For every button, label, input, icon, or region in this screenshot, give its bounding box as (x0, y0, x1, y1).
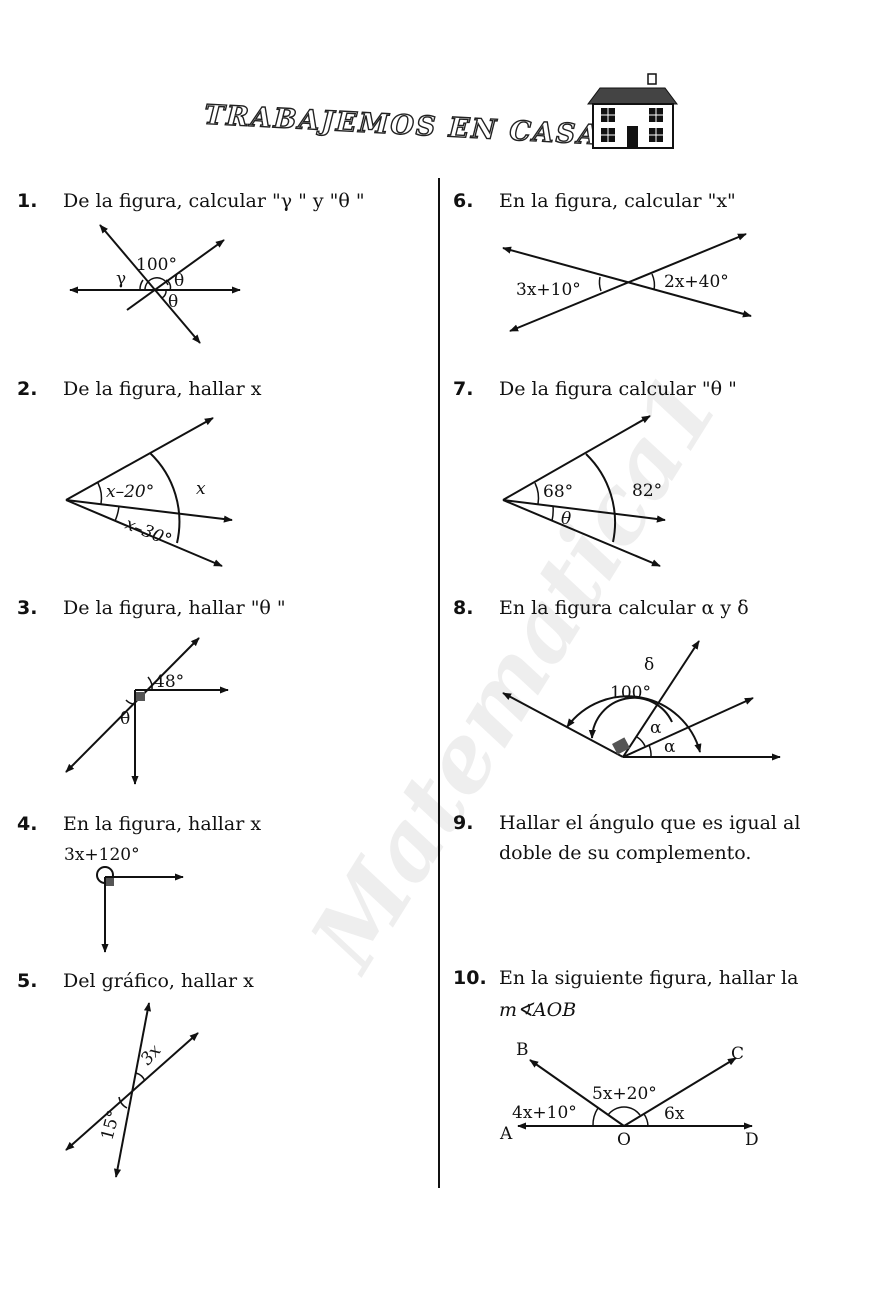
problem-number: 1. (17, 190, 38, 212)
problem-text: En la figura, hallar x (63, 813, 262, 835)
label-3x-plus-10: 3x+10° (516, 280, 581, 300)
label-B: B (516, 1040, 529, 1060)
problem-number: 8. (453, 597, 474, 619)
problem-text: De la figura, hallar "θ " (63, 597, 286, 619)
problem-number: 6. (453, 190, 474, 212)
problem-text: En la figura, calcular "x" (499, 190, 736, 212)
problem-text: Hallar el ángulo que es igual al doble d… (499, 812, 801, 864)
problem-number: 9. (453, 812, 474, 834)
page-header: TRABAJEMOS EN CASA (200, 70, 690, 160)
label-D: D (745, 1130, 759, 1150)
label-48: 48° (154, 672, 184, 692)
column-divider (438, 178, 440, 1188)
problem-text: Del gráfico, hallar x (63, 970, 254, 992)
label-A: A (499, 1124, 513, 1144)
problem-number: 2. (17, 378, 38, 400)
problem-subtext: m∢AOB (499, 999, 577, 1021)
label-100: 100° (136, 255, 177, 275)
problem-text: En la figura calcular α y δ (499, 597, 749, 619)
label-82: 82° (632, 481, 662, 501)
problem-number: 5. (17, 970, 38, 992)
house-icon (587, 73, 678, 149)
label-x-minus-20: x–20° (106, 482, 154, 502)
problem-number: 10. (453, 967, 487, 989)
label-2x-plus-40: 2x+40° (664, 272, 729, 292)
label-alpha-2: α (664, 737, 676, 757)
problem-number: 3. (17, 597, 38, 619)
label-theta-2: θ (168, 292, 178, 312)
label-5x-plus-20: 5x+20° (592, 1084, 657, 1104)
label-C: C (731, 1044, 744, 1064)
label-3x-plus-120: 3x+120° (64, 845, 140, 865)
problem-number: 7. (453, 378, 474, 400)
label-4x-plus-10: 4x+10° (512, 1103, 577, 1123)
label-gamma: γ (116, 269, 126, 289)
label-theta: θ (120, 709, 130, 729)
problem-text: En la siguiente figura, hallar la (499, 967, 799, 989)
label-100: 100° (610, 683, 651, 703)
label-O: O (617, 1130, 631, 1150)
problem-text: De la figura, calcular "γ " y "θ " (63, 190, 365, 212)
label-alpha-1: α (650, 718, 662, 738)
label-theta-1: θ (174, 271, 184, 291)
problem-text: De la figura, hallar x (63, 378, 262, 400)
problem-number: 4. (17, 813, 38, 835)
label-68: 68° (543, 482, 573, 502)
problem-text: De la figura calcular "θ " (499, 378, 737, 400)
label-x: x (196, 479, 206, 499)
label-theta: θ (561, 509, 571, 529)
problem-10: 10. En la siguiente figura, hallar la m∢… (453, 963, 863, 1033)
problem-9: 9. Hallar el ángulo que es igual al dobl… (453, 808, 863, 878)
label-delta: δ (644, 655, 654, 675)
label-6x: 6x (664, 1104, 685, 1124)
